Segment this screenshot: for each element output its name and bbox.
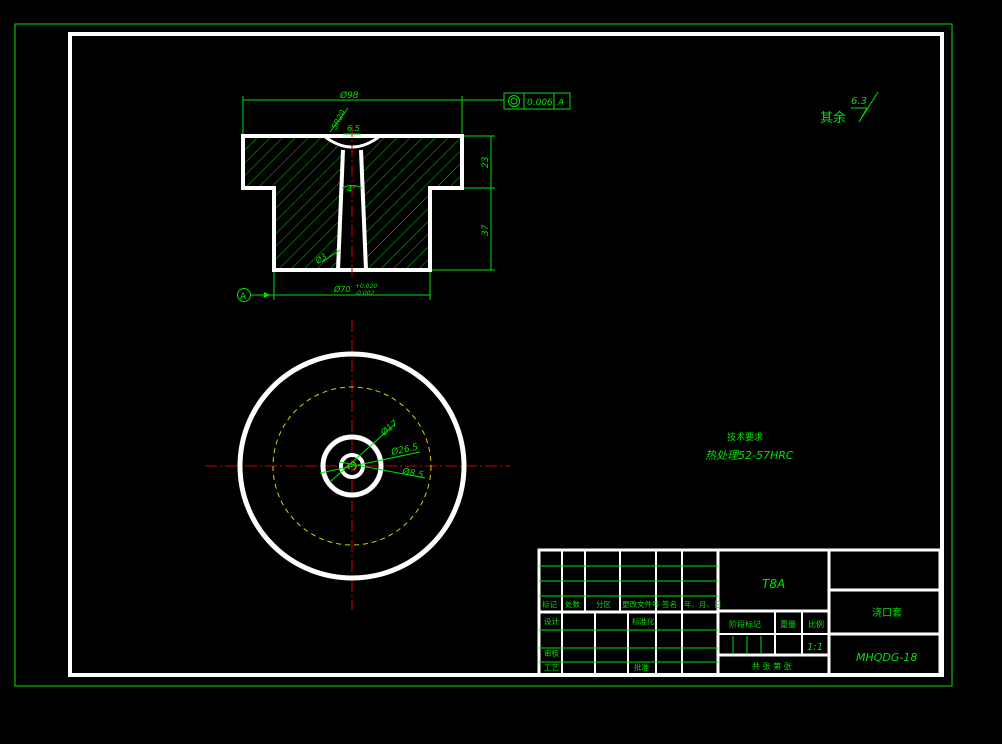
datum-arrow	[264, 292, 270, 298]
section-hatch-left	[243, 136, 343, 270]
drawing-border	[68, 32, 944, 677]
dim-sphere-radius: SR20	[330, 108, 348, 131]
tolerance-datum: A	[557, 98, 564, 108]
leader-d1	[329, 423, 396, 483]
bottom-leader	[321, 249, 341, 263]
taper-arc	[341, 185, 363, 189]
tb-stage-label: 阶段标记	[729, 619, 761, 629]
tb-sheets: 共 张 第 张	[752, 661, 792, 671]
tb-standardize: 标准化	[632, 616, 655, 626]
plan-hub-circle	[320, 434, 384, 498]
tb-header-count: 处数	[565, 599, 580, 609]
tb-header-mark: 标记	[542, 599, 557, 609]
tb-process: 工艺	[544, 663, 559, 672]
dim-top-diameter: Ø98	[339, 90, 359, 101]
dim-base-diameter: Ø70	[333, 284, 350, 294]
tb-design: 设计	[544, 616, 559, 626]
dim-height-bottom: 37	[481, 224, 491, 236]
dim-taper: 4°	[347, 185, 356, 194]
roughness-value: 6.3	[851, 96, 867, 107]
tb-header-signature: 签名	[662, 599, 677, 609]
concentricity-icon-inner	[510, 97, 518, 105]
tb-part-name: 浇口套	[872, 606, 902, 619]
dim-base-tol-upper: +0.020	[355, 283, 377, 290]
sr-leader	[329, 107, 349, 133]
tb-review: 审核	[544, 648, 559, 658]
roughness-check-icon	[851, 91, 879, 123]
tb-drawing-no: MHQDG-18	[856, 651, 917, 664]
datum-marker	[237, 288, 251, 302]
tb-scale-label: 比例	[808, 619, 824, 629]
leader-d3	[339, 461, 426, 479]
section-hatch-right	[361, 136, 462, 270]
tb-material: T8A	[762, 577, 785, 591]
tb-header-zone: 分区	[596, 600, 611, 609]
concentricity-icon-outer	[508, 95, 520, 107]
tolerance-value: 0.006	[527, 98, 553, 108]
tech-requirements-title: 技术要求	[727, 431, 763, 443]
dim-hole-width: 6.5	[347, 124, 360, 133]
hole-right-edge	[359, 149, 368, 271]
tolerance-frame	[503, 92, 571, 110]
dim-height-top: 23	[481, 156, 491, 168]
dim-base-tol-lower: -0.002	[355, 290, 375, 297]
title-block: 标记 处数 分区 更改文件号 签名 年、月、日 设计 标准化 审核 工艺 批准 …	[537, 548, 942, 677]
datum-label: A	[240, 292, 247, 302]
tb-header-change-doc: 更改文件号	[622, 599, 660, 609]
plan-hidden-circle	[272, 386, 432, 546]
plan-view: Ø17 Ø26.5 Ø8.5	[205, 320, 510, 610]
hole-left-edge	[336, 149, 345, 271]
plan-outer-circle	[237, 351, 467, 581]
tech-requirement-1: 热处理52-57HRC	[705, 449, 794, 462]
tb-scale: 1:1	[807, 642, 823, 653]
tb-approve: 批准	[634, 662, 649, 672]
dim-plan-d3: Ø8.5	[400, 466, 424, 481]
outer-frame	[14, 23, 953, 687]
tb-header-date: 年、月、日	[684, 599, 722, 609]
section-outline	[241, 134, 464, 272]
section-view: Ø98 0.006 A SR20 6.5 23 37 4° Ø3 Ø70 +0	[237, 90, 571, 302]
leader-d2	[319, 451, 421, 474]
roughness-symbol: 其余 6.3	[820, 91, 879, 126]
roughness-prefix: 其余	[820, 110, 846, 126]
tb-weight-label: 重量	[780, 619, 796, 629]
